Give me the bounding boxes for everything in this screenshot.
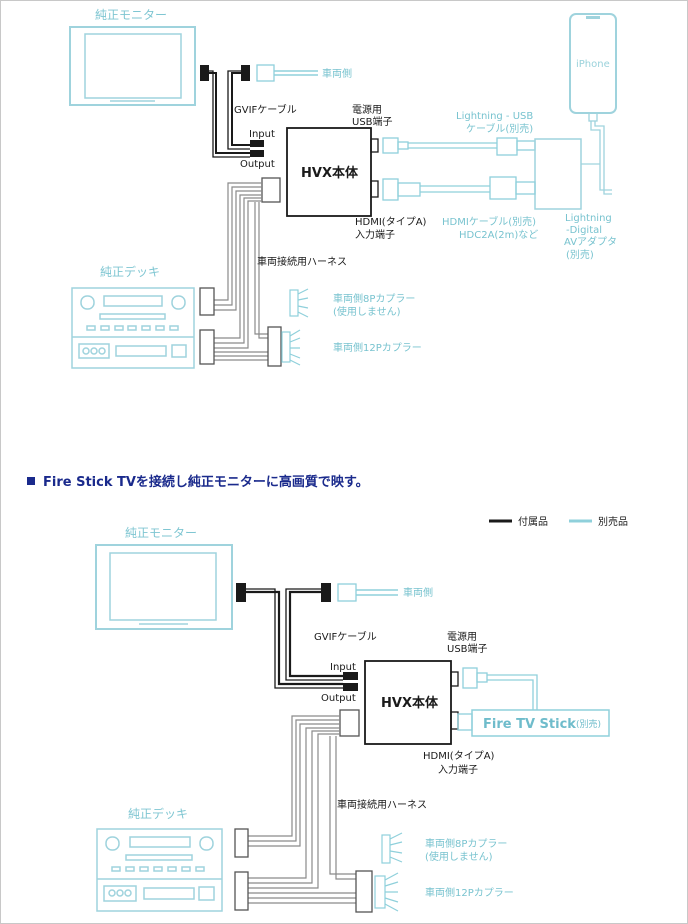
stock-monitor: 純正モニター [69, 8, 196, 106]
deck-label: 純正デッキ [128, 806, 188, 821]
coupler-8p-label-1: 車両側8Pカプラー [425, 837, 507, 850]
heading-text: Fire Stick TVを接続し純正モニターに高画質で映す。 [43, 474, 369, 490]
power-usb-label-2: USB端子 [352, 115, 393, 128]
gvif-cable-label: GVIFケーブル [314, 630, 377, 643]
legend-included-label: 付属品 [518, 515, 548, 528]
hvx-unit-label: HVX本体 [301, 165, 359, 181]
hvx-unit-label: HVX本体 [381, 695, 439, 711]
coupler-8p-label-2: (使用しません) [333, 305, 401, 318]
output-label: Output [240, 159, 275, 170]
iphone: iPhone [569, 13, 617, 195]
stock-deck: 純正デッキ [71, 264, 195, 369]
vehicle-harness [234, 709, 403, 913]
monitor-label: 純正モニター [95, 8, 167, 22]
lightning-usb-label-1: Lightning - USB [456, 111, 533, 122]
gvif-cable: 車両側 GVIFケーブル Input Output [236, 583, 433, 704]
stock-monitor: 純正モニター [95, 526, 233, 630]
power-usb-label-1: 電源用 [447, 630, 477, 643]
adapter-label-4: (別売) [566, 248, 594, 261]
output-label: Output [321, 693, 356, 704]
adapter-label-2: -Digital [566, 225, 602, 236]
diagram-iphone: 純正モニター 車両側 GVIFケーブル Input Output HVX本体 [69, 8, 617, 369]
hdmi-input-label-1: HDMI(タイプA) [423, 750, 495, 762]
lightning-av-adapter: Lightning -Digital AVアダプタ (別売) [534, 138, 617, 261]
gvif-cable: 車両側 GVIFケーブル Input Output [200, 64, 352, 170]
coupler-12p-label: 車両側12Pカプラー [333, 341, 422, 354]
input-label: Input [249, 129, 275, 140]
stock-deck: 純正デッキ [96, 806, 223, 912]
lightning-usb-cable: Lightning - USB ケーブル(別売) [382, 111, 536, 156]
fire-tv-stick: Fire TV Stick (別売) [457, 709, 610, 737]
legend-sold-separately-label: 別売品 [598, 515, 628, 528]
vehicle-harness [199, 177, 309, 367]
monitor-label: 純正モニター [125, 526, 197, 540]
hdmi-input-label-2: 入力端子 [355, 228, 395, 241]
hvx-unit: HVX本体 電源用 USB端子 HDMI(タイプA) 入力端子 [364, 630, 495, 776]
harness-label: 車両接続用ハーネス [257, 255, 347, 268]
coupler-12p-label: 車両側12Pカプラー [425, 886, 514, 899]
vehicle-side-label: 車両側 [322, 67, 352, 80]
gvif-cable-label: GVIFケーブル [234, 103, 297, 116]
fire-tv-stick-note: (別売) [576, 718, 601, 730]
hdmi-input-label-1: HDMI(タイプA) [355, 216, 427, 228]
vehicle-side-label: 車両側 [403, 586, 433, 599]
coupler-8p-label-1: 車両側8Pカプラー [333, 292, 415, 305]
lightning-usb-label-2: ケーブル(別売) [466, 122, 533, 135]
coupler-8p-label-2: (使用しません) [425, 850, 493, 863]
hdmi-cable-label-1: HDMIケーブル(別売) [442, 215, 536, 228]
hdmi-input-label-2: 入力端子 [438, 763, 478, 776]
diagram-fire-tv: 純正モニター 車両側 GVIFケーブル Input Output HVX本体 [95, 526, 610, 913]
adapter-label-3: AVアダプタ [564, 235, 617, 248]
section-heading: Fire Stick TVを接続し純正モニターに高画質で映す。 [27, 474, 369, 490]
hvx-unit: HVX本体 電源用 USB端子 HDMI(タイプA) 入力端子 [286, 103, 427, 241]
adapter-label-1: Lightning [565, 213, 612, 224]
fire-tv-stick-label: Fire TV Stick [483, 717, 576, 732]
heading-bullet [27, 477, 35, 485]
deck-label: 純正デッキ [100, 264, 160, 279]
legend: 付属品 別売品 [489, 515, 628, 528]
iphone-label: iPhone [576, 59, 610, 70]
input-label: Input [330, 662, 356, 673]
hdmi-cable-label-2: HDC2A(2m)など [459, 229, 538, 241]
usb-power-cable [462, 667, 538, 710]
hdmi-cable: HDMIケーブル(別売) HDC2A(2m)など [382, 176, 538, 241]
harness-label: 車両接続用ハーネス [337, 798, 427, 811]
power-usb-label-1: 電源用 [352, 103, 382, 116]
power-usb-label-2: USB端子 [447, 642, 488, 655]
